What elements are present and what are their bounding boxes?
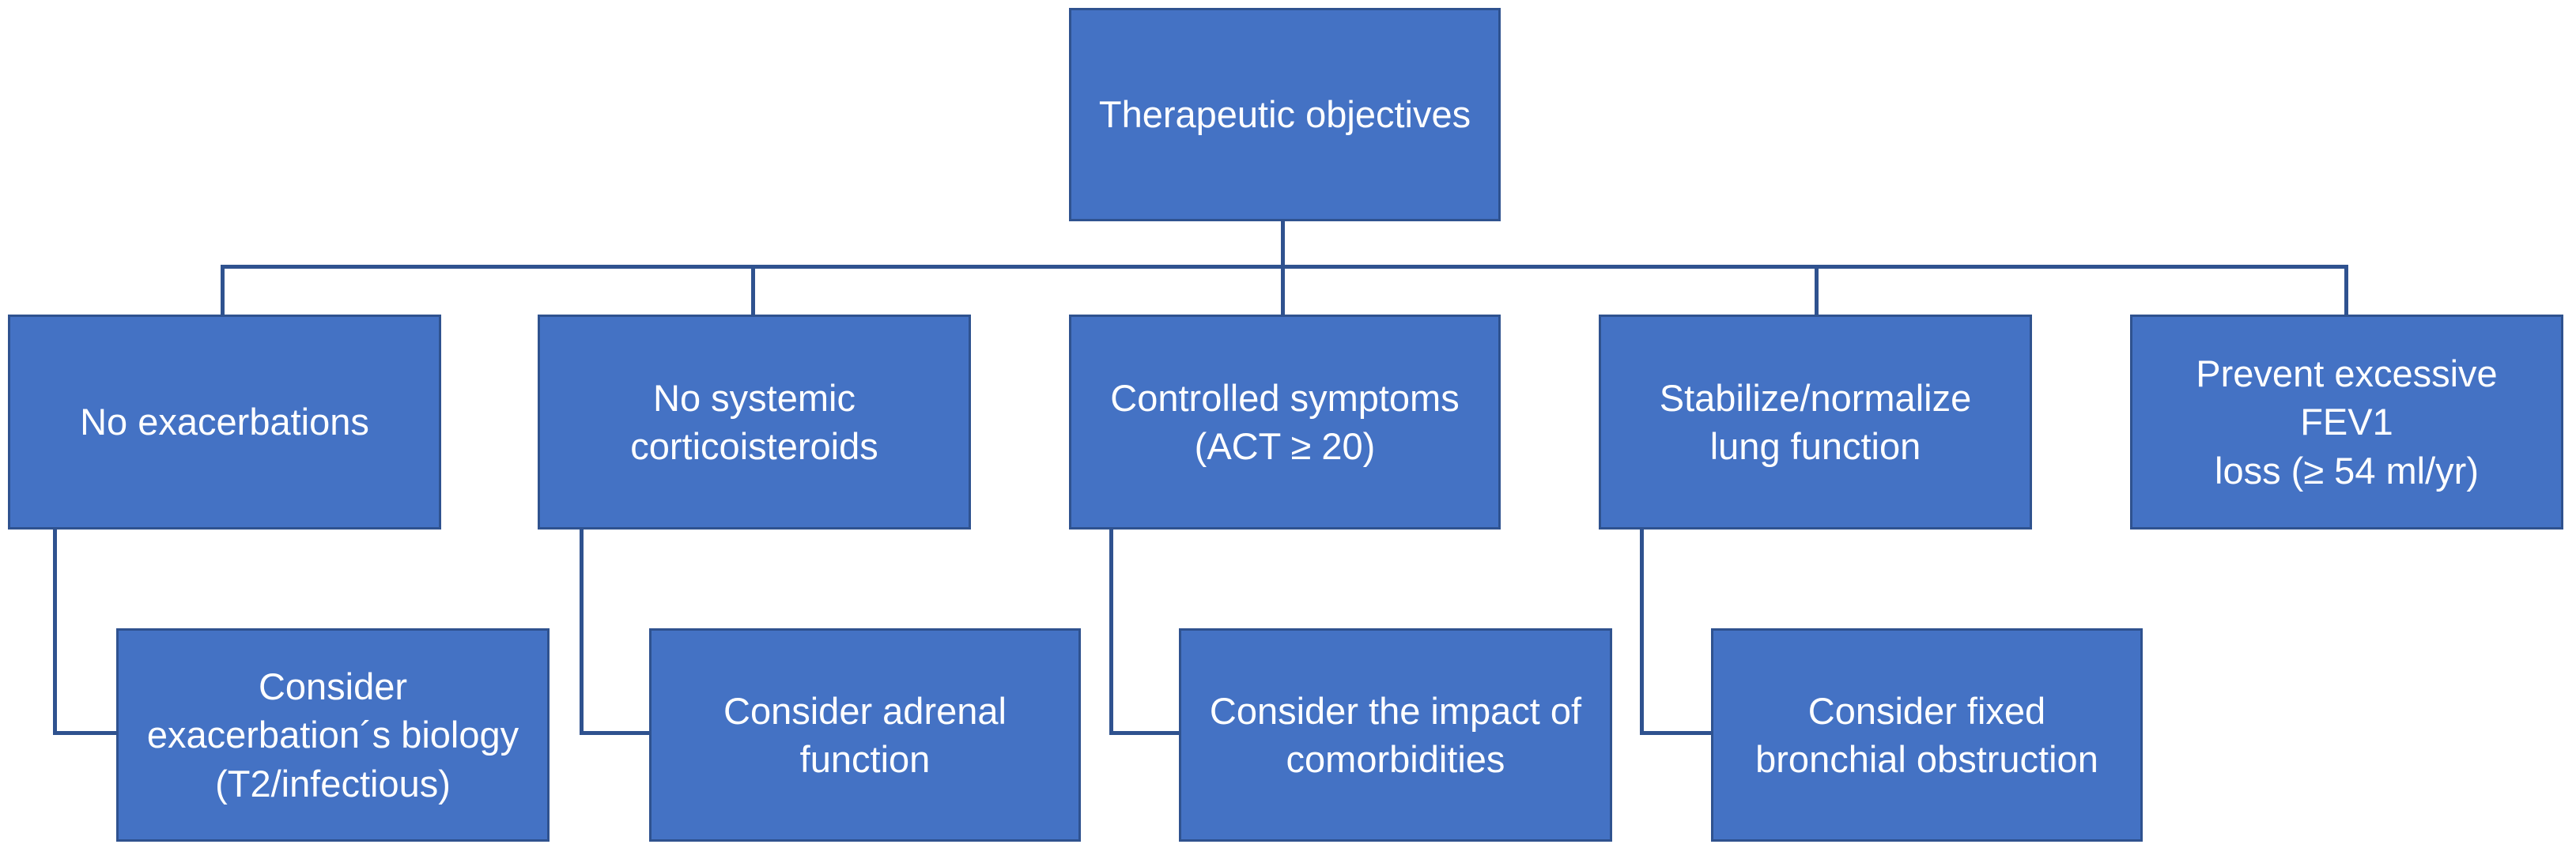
connector-elbow-1-vertical [53,528,57,735]
consideration-label-2: Consider adrenal function [723,689,1007,780]
connector-drop-3 [1281,265,1285,315]
root-box: Therapeutic objectives [1069,8,1501,221]
objective-label-1: No exacerbations [80,401,369,443]
consideration-label-1: Consider exacerbation´s biology (T2/infe… [146,665,519,805]
connector-drop-5 [2344,265,2348,315]
consideration-label-3: Consider the impact of comorbidities [1209,689,1582,780]
connector-drop-2 [751,265,755,315]
connector-drop-4 [1815,265,1819,315]
objective-label-3: Controlled symptoms (ACT ≥ 20) [1110,376,1460,467]
connector-elbow-1-horizontal [53,731,116,735]
consideration-box-4: Consider fixed bronchial obstruction [1711,628,2143,842]
connector-elbow-4-horizontal [1640,731,1711,735]
root-label: Therapeutic objectives [1098,93,1471,136]
connector-drop-1 [221,265,225,315]
connector-elbow-2-horizontal [580,731,649,735]
consideration-box-2: Consider adrenal function [649,628,1081,842]
consideration-label-4: Consider fixed bronchial obstruction [1755,689,2098,780]
objective-label-4: Stabilize/normalize lung function [1659,376,1972,467]
objective-box-4: Stabilize/normalize lung function [1599,315,2032,530]
objective-label-2: No systemic corticoisteroids [630,376,878,467]
connector-elbow-4-vertical [1640,528,1644,735]
connector-root-stem [1281,217,1285,266]
objective-box-2: No systemic corticoisteroids [538,315,971,530]
consideration-box-3: Consider the impact of comorbidities [1179,628,1612,842]
objective-box-1: No exacerbations [8,315,441,530]
consideration-box-1: Consider exacerbation´s biology (T2/infe… [116,628,550,842]
connector-elbow-3-vertical [1109,528,1113,735]
objective-box-3: Controlled symptoms (ACT ≥ 20) [1069,315,1501,530]
connector-elbow-2-vertical [580,528,584,735]
connector-elbow-3-horizontal [1109,731,1179,735]
objective-box-5: Prevent excessive FEV1 loss (≥ 54 ml/yr) [2130,315,2563,530]
objective-label-5: Prevent excessive FEV1 loss (≥ 54 ml/yr) [2196,352,2498,492]
